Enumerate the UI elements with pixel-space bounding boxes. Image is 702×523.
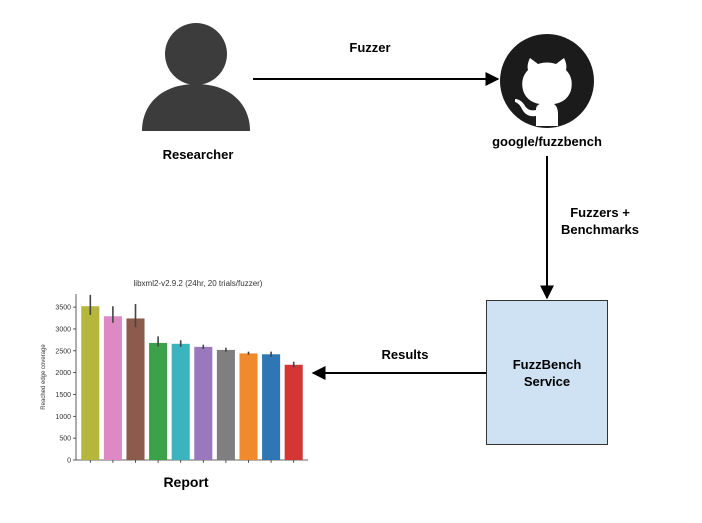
- researcher-label: Researcher: [162, 147, 234, 162]
- y-tick-label: 0: [67, 458, 71, 465]
- y-tick-label: 2000: [55, 370, 71, 377]
- y-axis-label: Reached edge coverage: [41, 344, 47, 410]
- bar: [103, 316, 122, 460]
- bar: [171, 343, 190, 460]
- y-tick-label: 2500: [55, 348, 71, 355]
- person-icon: [142, 23, 250, 131]
- fuzzers-benchmarks-label: Fuzzers + Benchmarks: [560, 205, 640, 237]
- y-tick-label: 500: [59, 436, 71, 443]
- bar: [239, 353, 258, 460]
- service-label: FuzzBench Service: [512, 356, 582, 389]
- bar: [149, 342, 168, 460]
- y-tick-label: 1000: [55, 414, 71, 421]
- repo-label: google/fuzzbench: [492, 134, 602, 149]
- github-octocat-icon: [500, 34, 594, 128]
- bar: [194, 346, 213, 460]
- report-label: Report: [163, 474, 209, 490]
- chart-title: libxml2-v2.9.2 (24hr, 20 trials/fuzzer): [133, 279, 263, 288]
- y-tick-label: 3000: [55, 326, 71, 333]
- results-label: Results: [381, 347, 429, 362]
- y-tick-label: 3500: [55, 305, 71, 312]
- fuzzer-label: Fuzzer: [349, 40, 391, 55]
- bar: [262, 354, 281, 460]
- y-tick-label: 1500: [55, 392, 71, 399]
- bar: [81, 306, 100, 460]
- bar: [284, 364, 303, 460]
- bar: [126, 318, 145, 460]
- bar: [216, 349, 235, 460]
- fuzzbench-service-box: FuzzBench Service: [486, 300, 608, 445]
